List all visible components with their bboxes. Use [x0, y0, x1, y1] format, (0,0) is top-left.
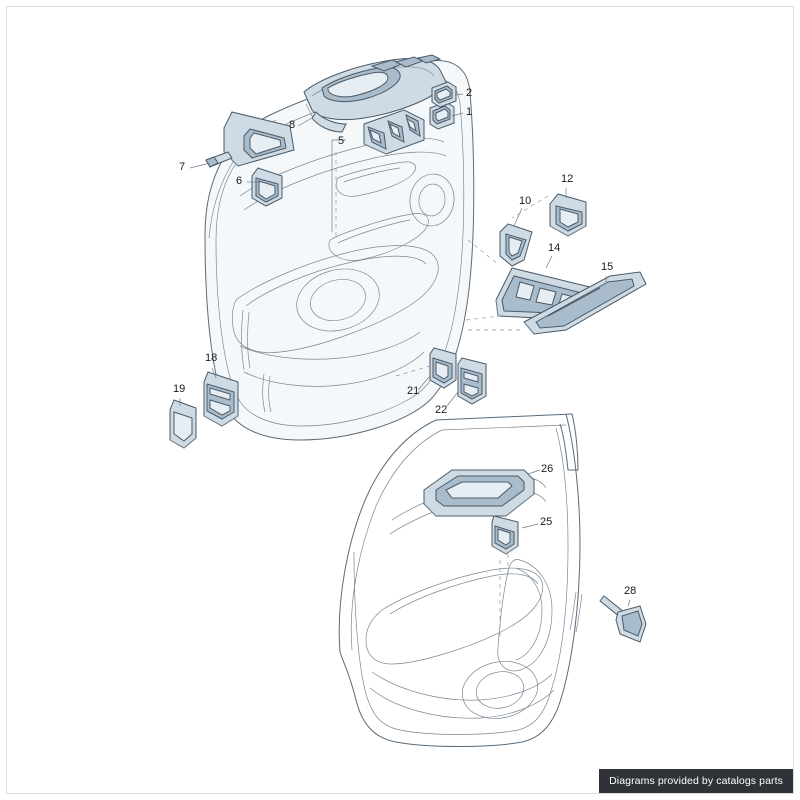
page-border — [6, 6, 794, 794]
part-18-switch — [203, 371, 239, 427]
callout-19: 19 — [173, 383, 186, 395]
callout-10: 10 — [519, 195, 532, 207]
mirror-switch-trim — [205, 111, 295, 207]
part-15-trim-strip — [523, 271, 647, 335]
callout-21: 21 — [407, 385, 420, 397]
callout-15: 15 — [601, 261, 614, 273]
part-21-switch — [429, 347, 457, 389]
callout-14: 14 — [548, 242, 561, 254]
leader-lines-rear — [499, 469, 631, 640]
part-2-switch — [431, 81, 457, 108]
part-28-rod-switch — [599, 595, 647, 643]
callout-28: 28 — [624, 585, 637, 597]
callout-7: 7 — [179, 161, 186, 173]
front-switch-trim-panel — [303, 54, 447, 133]
callout-22: 22 — [435, 404, 448, 416]
part-25-switch — [491, 515, 519, 555]
window-switch-cluster — [363, 109, 425, 155]
part-26-trim-plate — [423, 469, 535, 517]
part-10-switch — [499, 223, 533, 267]
callout-8: 8 — [289, 119, 296, 131]
callout-5: 5 — [338, 135, 345, 147]
callout-12: 12 — [561, 173, 574, 185]
callout-18: 18 — [205, 352, 218, 364]
callout-6: 6 — [236, 175, 243, 187]
leader-lines-front — [179, 93, 607, 407]
callout-1: 1 — [466, 106, 473, 118]
part-22-switch — [457, 357, 487, 405]
watermark-banner: Diagrams provided by catalogs parts — [599, 769, 793, 793]
callout-2: 2 — [466, 87, 473, 99]
callout-26: 26 — [541, 463, 554, 475]
part-12-switch — [549, 193, 587, 237]
callout-25: 25 — [540, 516, 553, 528]
part-19-switch — [169, 399, 197, 449]
